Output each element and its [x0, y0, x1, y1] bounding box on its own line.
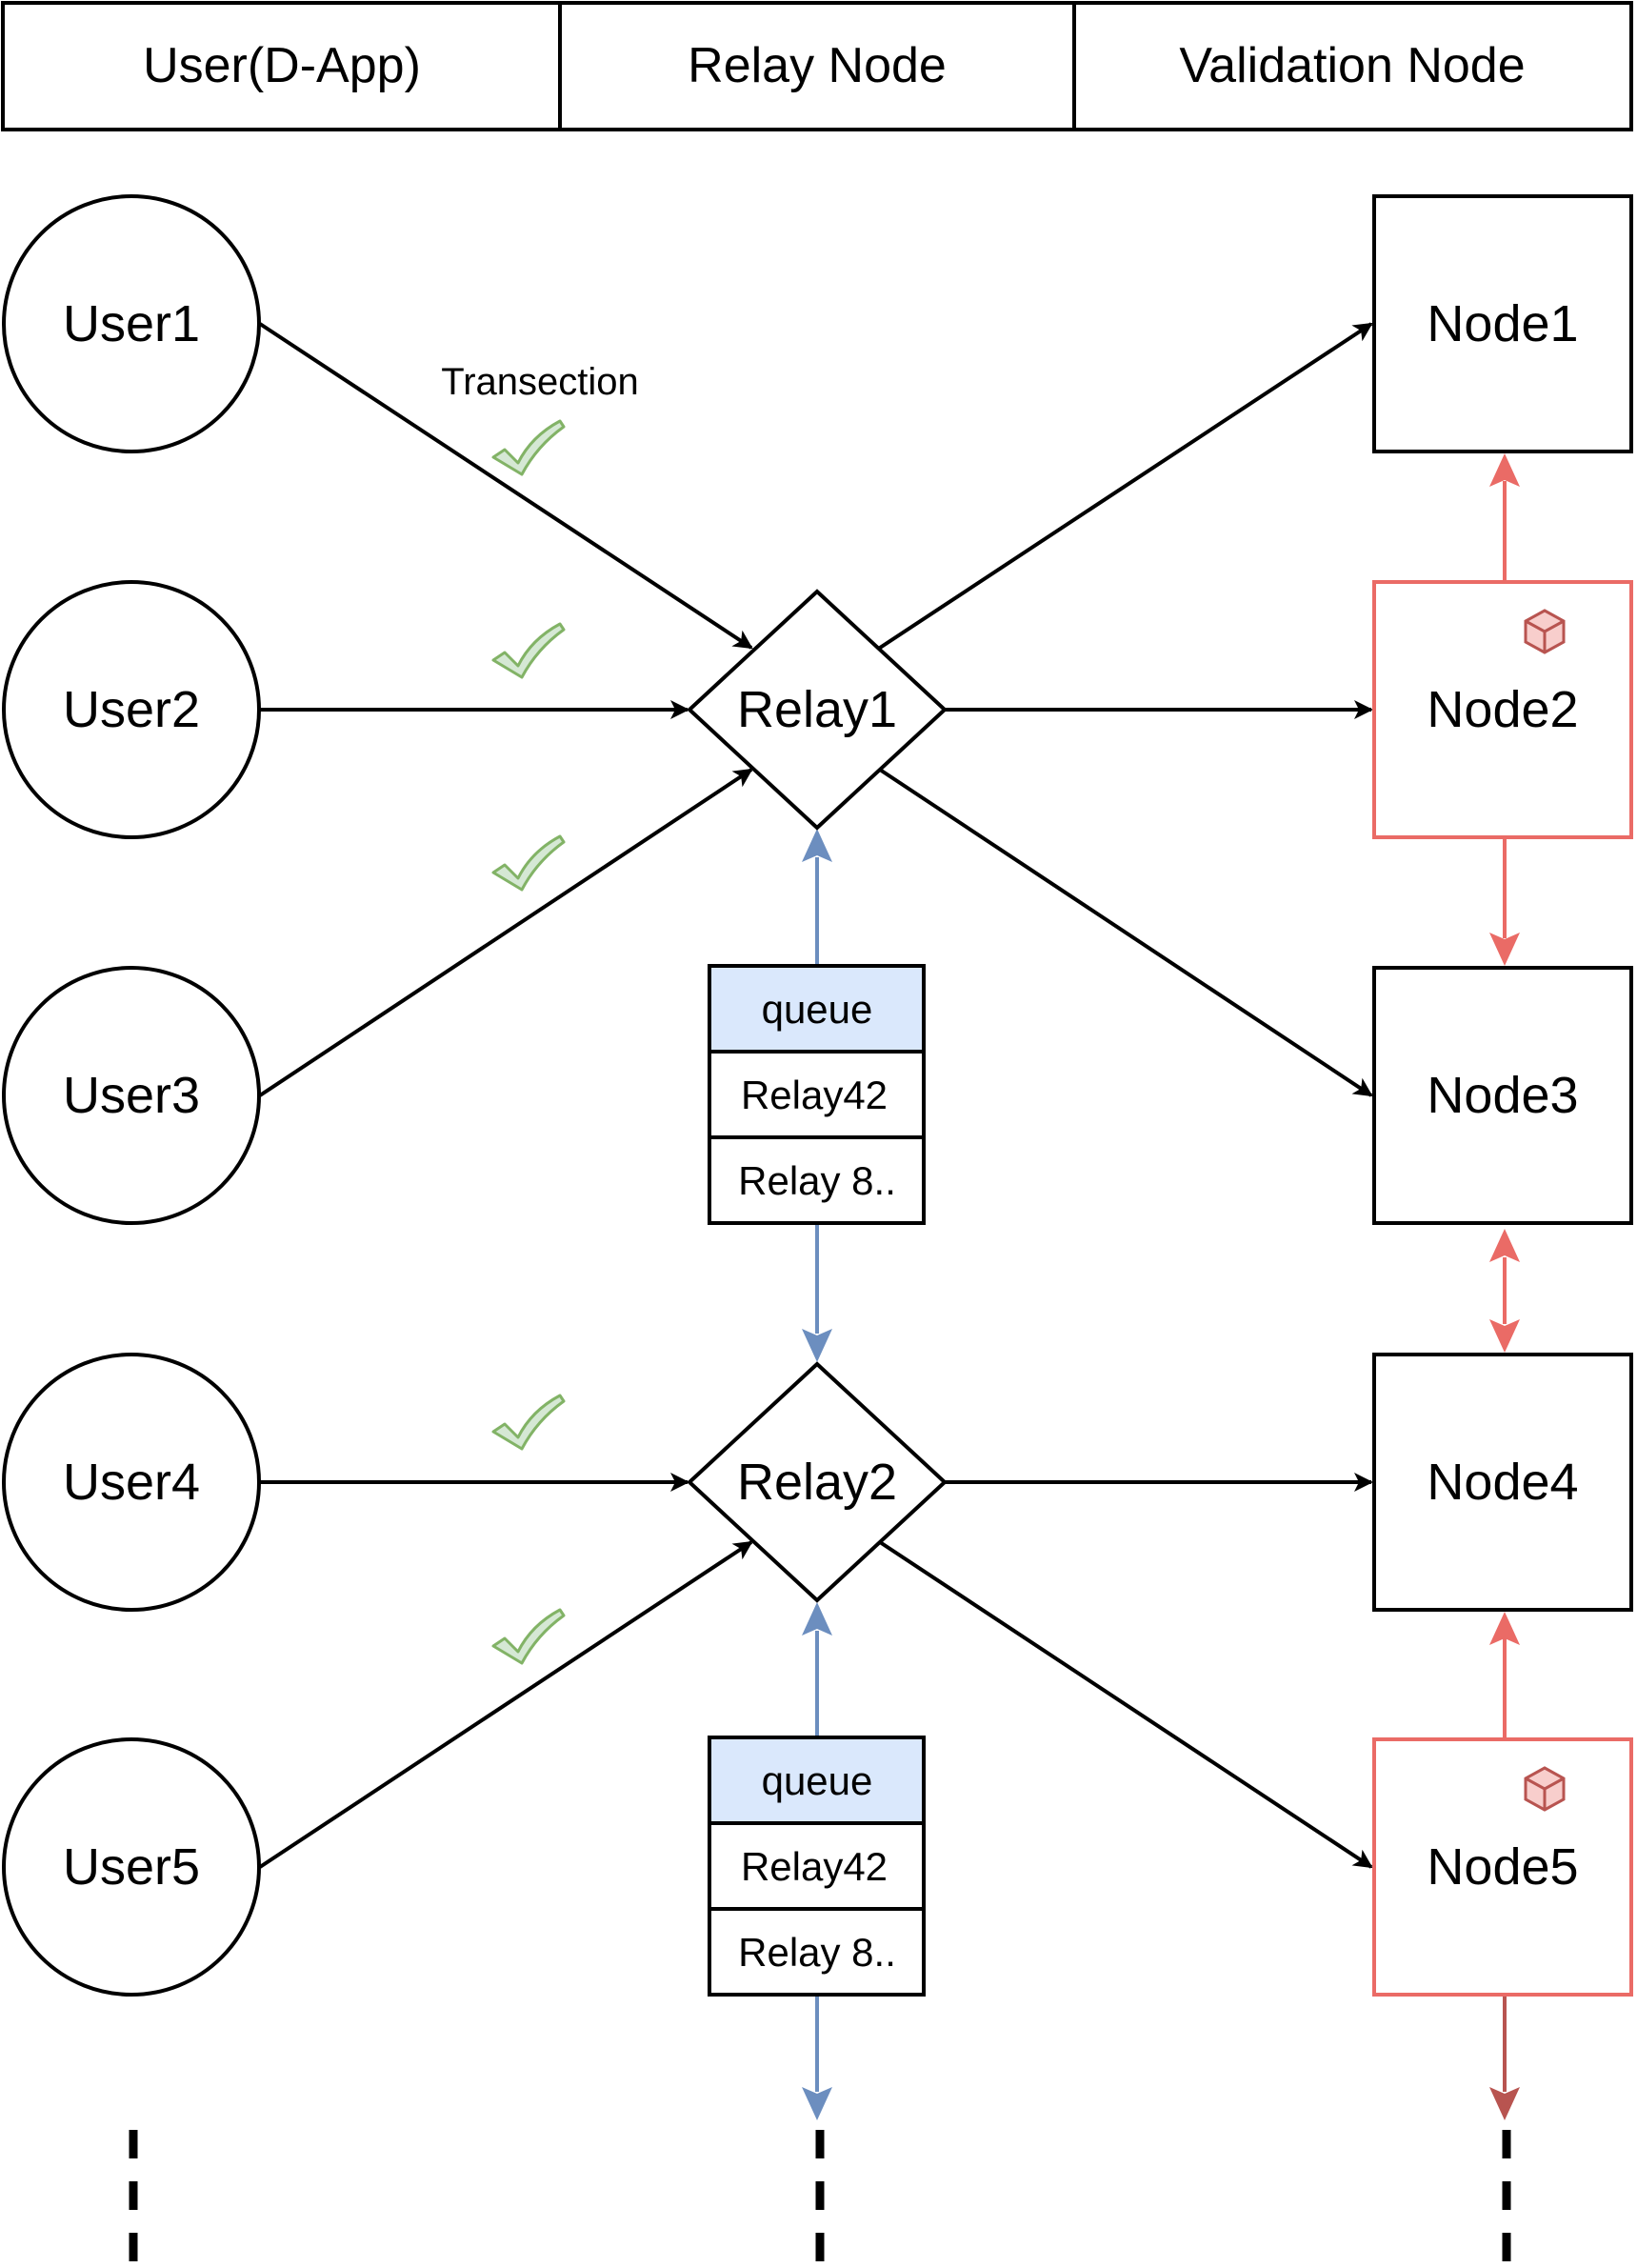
edge-user5-relay2 [258, 1540, 753, 1869]
edge-label-transection: Transection [441, 361, 639, 403]
node-label: Node2 [1427, 681, 1578, 738]
checkmarks [491, 419, 566, 1665]
node-label: Node4 [1427, 1454, 1578, 1511]
relays: Relay1 Relay2 [687, 589, 948, 1603]
user-4: User4 [2, 1353, 261, 1612]
header: User(D-App) Relay Node Validation Node [1, 1, 1633, 131]
cube-icon [1524, 1766, 1566, 1812]
relay-2: Relay2 [687, 1361, 948, 1603]
queue-item: Relay 8.. [738, 1158, 896, 1203]
user-label: User3 [63, 1067, 200, 1124]
queue-1: queue Relay42 Relay 8.. [708, 964, 926, 1225]
queue-item: Relay 8.. [738, 1930, 896, 1975]
edges-blue [802, 829, 832, 2120]
continuation-dashes [129, 2130, 1511, 2268]
users: User1 User2 User3 User4 User5 [2, 194, 261, 1997]
user-label: User1 [63, 295, 200, 352]
edges-red [1489, 453, 1520, 1737]
checkmark-icon [491, 622, 566, 679]
edges-black [258, 322, 1373, 1869]
checkmark-icon [491, 1394, 566, 1451]
queue-title: queue [762, 1758, 873, 1803]
edge-node5-down [1489, 1997, 1520, 2120]
queue-item: Relay42 [741, 1844, 888, 1889]
queue-title: queue [762, 987, 873, 1032]
user-3: User3 [2, 966, 261, 1225]
edge-relay1-node3 [878, 768, 1373, 1097]
user-5: User5 [2, 1737, 261, 1997]
node-5: Node5 [1372, 1737, 1633, 1997]
relay-1: Relay1 [687, 589, 948, 831]
edge-user1-relay1 [258, 322, 753, 650]
checkmark-icon [491, 1608, 566, 1665]
node-2: Node2 [1372, 580, 1633, 839]
queue-2: queue Relay42 Relay 8.. [708, 1736, 926, 1997]
node-label: Node1 [1427, 295, 1578, 352]
nodes: Node1 Node2 Node3 Node4 Node5 [1372, 194, 1633, 1997]
user-label: User2 [63, 681, 200, 738]
edge-relay1-node1 [878, 322, 1373, 650]
checkmark-icon [491, 834, 566, 892]
relay-label: Relay2 [737, 1454, 897, 1511]
user-label: User4 [63, 1454, 200, 1511]
node-label: Node3 [1427, 1067, 1578, 1124]
checkmark-icon [491, 419, 566, 476]
relay-label: Relay1 [737, 681, 897, 738]
edge-relay2-node5 [878, 1540, 1373, 1869]
header-column-relays: Relay Node [688, 38, 947, 93]
header-column-users: User(D-App) [143, 38, 421, 93]
node-label: Node5 [1427, 1838, 1578, 1896]
user-label: User5 [63, 1838, 200, 1896]
node-4: Node4 [1372, 1353, 1633, 1612]
queue-item: Relay42 [741, 1073, 888, 1117]
node-1: Node1 [1372, 194, 1633, 453]
cube-icon [1524, 609, 1566, 654]
user-1: User1 [2, 194, 261, 453]
user-2: User2 [2, 580, 261, 839]
header-column-nodes: Validation Node [1179, 38, 1525, 93]
node-3: Node3 [1372, 966, 1633, 1225]
edge-user3-relay1 [258, 768, 753, 1097]
